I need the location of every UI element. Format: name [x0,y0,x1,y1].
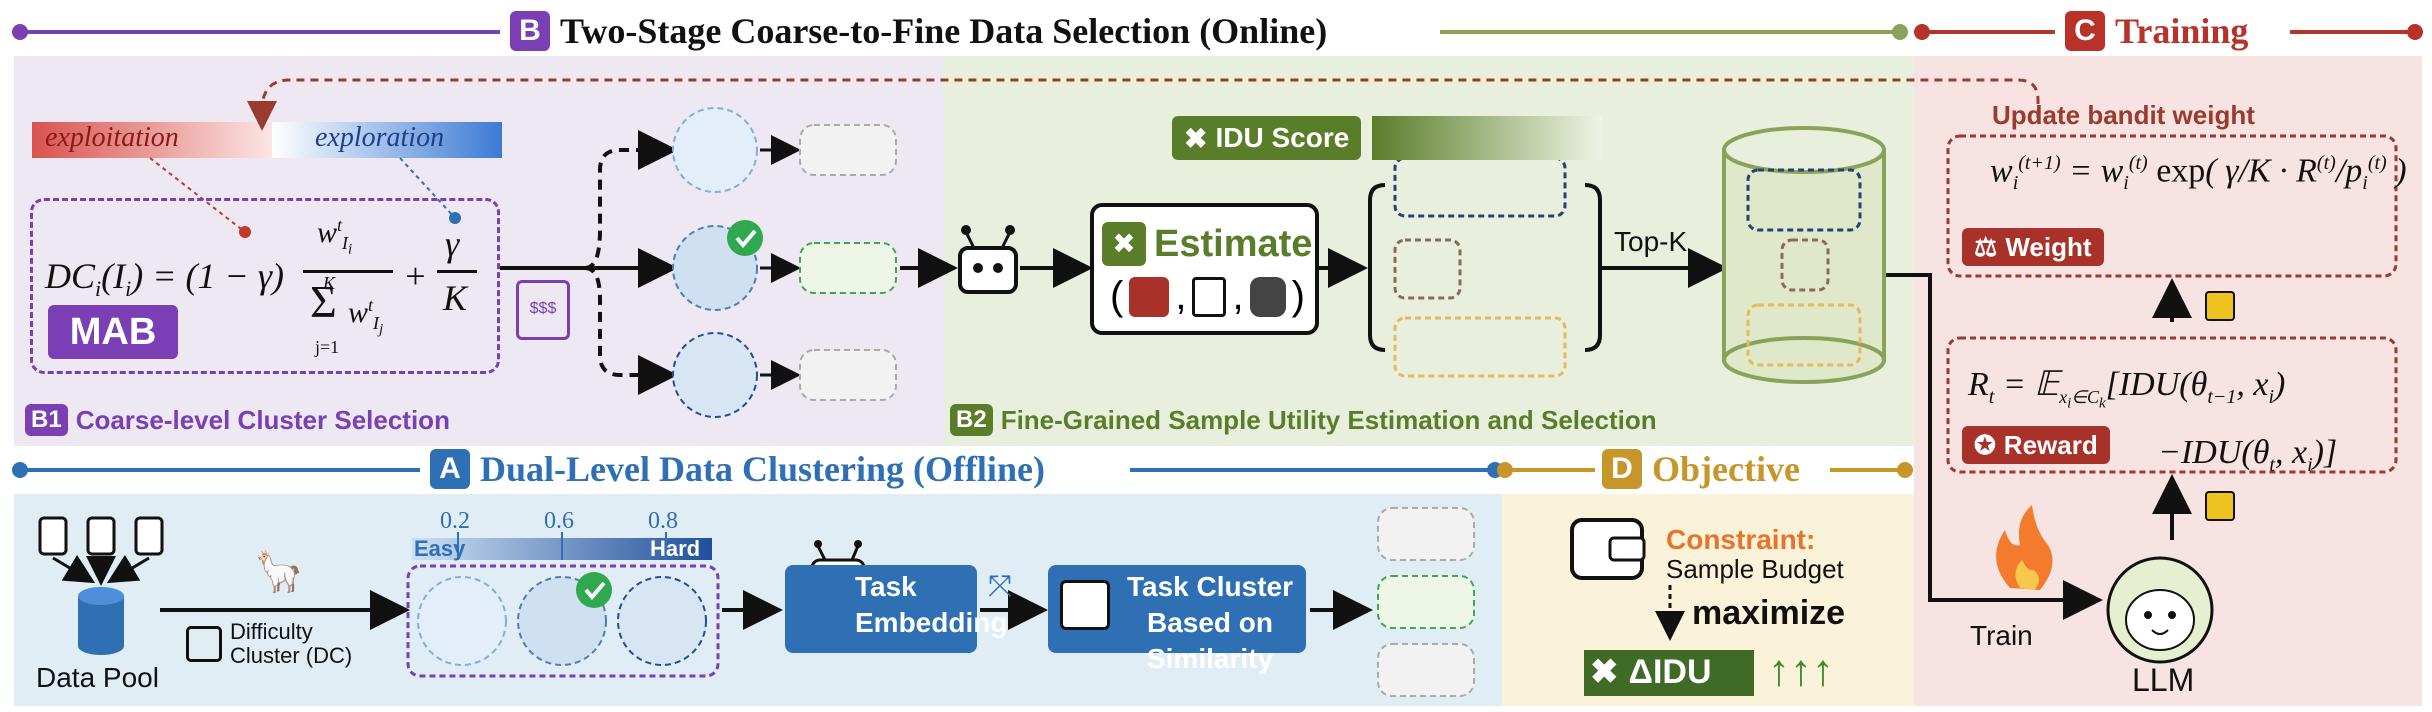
llama-icon: 🦙 [254,550,304,594]
section-b-header: B Two-Stage Coarse-to-Fine Data Selectio… [510,10,1327,52]
b2-label-text: Fine-Grained Sample Utility Estimation a… [1000,404,1657,435]
slot-machine-icon: $$$ [516,280,570,340]
budget-label: Sample Budget [1666,554,1844,584]
task-cluster-box: Task Cluster Based on Similarity [1048,565,1306,674]
task-embedding-box: Task Embedding [785,565,1007,653]
dice-icon [186,626,222,662]
axes-icon: ⤧ [988,570,1012,603]
increase-arrows: ↑↑↑ [1768,646,1834,695]
b1-badge: B1 [25,404,68,436]
difficulty-label: Difficulty Cluster (DC) [230,619,353,668]
chart-icon [1129,276,1170,317]
estimate-header: ✖ Estimate [1102,222,1312,266]
section-c-header: C Training [2065,10,2248,52]
section-c-title: Training [2115,11,2249,51]
easy-label: Easy [414,536,466,561]
weight-tag: ⚖ Weight [1962,228,2104,266]
llm-label: LLM [2132,662,2195,698]
cluster-dice-icon [1060,580,1110,630]
scale-icon: ⚖ [1974,231,1998,262]
estimate-label: Estimate [1154,222,1313,265]
maximize-label: maximize [1692,594,1846,632]
update-bandit-label: Update bandit weight [1992,100,2255,130]
estimate-icon: ✖ [1102,222,1146,266]
weight-formula: wi(t+1) = wi(t) exp( γ/K · R(t)/pi(t) ) [1990,152,2407,195]
tick-0-6: 0.6 [544,508,574,534]
section-d-header: D Objective [1602,448,1800,490]
tick-0-8: 0.8 [648,508,678,534]
section-d-badge: D [1602,449,1642,489]
data-pool-label: Data Pool [36,662,159,693]
idu-score-tag: ✖ IDU Score [1172,116,1362,160]
reward-label: Reward [2003,429,2098,460]
weight-label: Weight [2005,231,2092,262]
exploration-label: exploration [315,122,445,153]
mab-formula-box [30,198,500,374]
b2-label: B2 Fine-Grained Sample Utility Estimatio… [950,404,1657,436]
reward-formula: Rt = 𝔼xi∈Ck[IDU(θt−1, xi) −IDU(θt, xi)] [1968,366,2338,477]
section-a-header: A Dual-Level Data Clustering (Offline) [430,448,1045,490]
database-icon [1249,276,1286,317]
idu-score-label: IDU Score [1215,122,1350,153]
topk-label: Top-K [1614,226,1688,257]
delta-idu-tag: ✖ ΔIDU [1590,652,1712,692]
formula-dc: DC [45,256,96,296]
exploitation-label: exploitation [45,122,179,153]
reward-tag: ✪ Reward [1962,426,2110,464]
mab-formula: DCi(Ii) = (1 − γ) wtIi Σ wtIj j=1 K + γ … [45,215,495,365]
estimate-inputs: ( , , ) [1110,274,1305,318]
b1-label: B1 Coarse-level Cluster Selection [25,404,450,436]
b1-label-text: Coarse-level Cluster Selection [75,404,450,435]
hard-label: Hard [650,536,701,561]
section-a-badge: A [430,449,470,489]
section-a-title: Dual-Level Data Clustering (Offline) [480,449,1045,489]
section-b-title: Two-Stage Coarse-to-Fine Data Selection … [560,11,1328,51]
wrench-icon: ✖ [1184,122,1208,154]
b2-badge: B2 [950,404,993,436]
award-icon: ✪ [1974,429,1996,460]
section-d-title: Objective [1652,449,1800,489]
document-icon [1192,276,1227,317]
mab-badge: MAB [48,305,178,359]
constraint-label: Constraint: [1666,524,1816,555]
section-c-badge: C [2065,11,2105,51]
tick-0-2: 0.2 [440,508,470,534]
section-b-badge: B [510,11,550,51]
difficulty-cluster: Difficulty Cluster (DC) [186,620,370,668]
train-label: Train [1970,620,2033,651]
delta-idu-label: ΔIDU [1628,652,1712,691]
wrench-icon-d: ✖ [1590,653,1619,691]
idu-score-gradient [1372,116,1602,160]
